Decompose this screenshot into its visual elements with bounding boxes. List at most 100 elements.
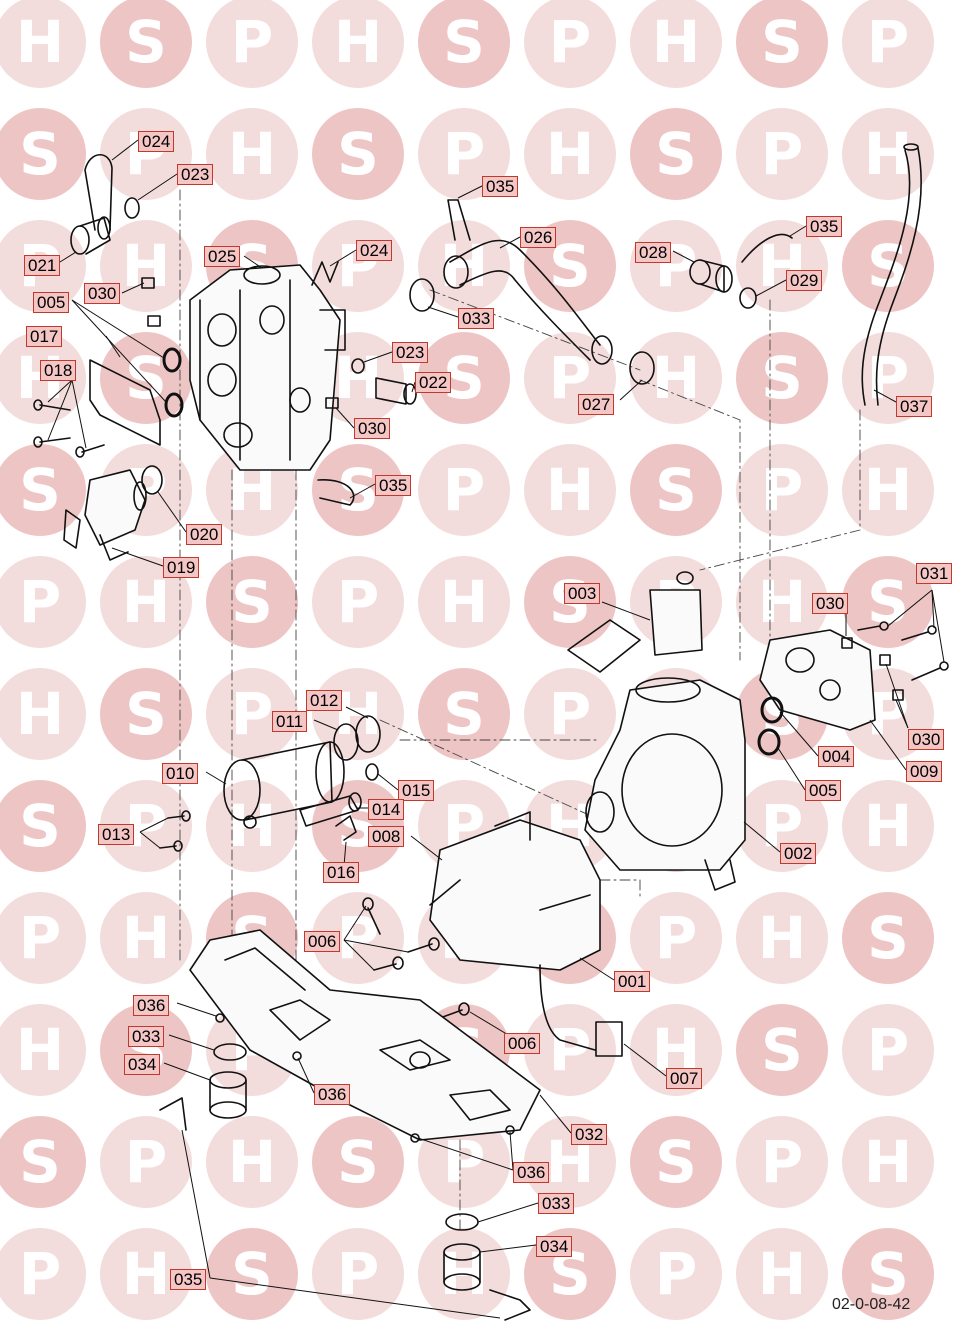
o-ring-033-left — [213, 1043, 247, 1061]
watermark-circle — [630, 444, 722, 536]
part-label-034: 034 — [536, 1236, 573, 1257]
watermark-letter: P — [867, 1016, 910, 1084]
part-label-030: 030 — [84, 283, 121, 304]
watermark-letter: S — [19, 120, 61, 188]
part-label-024: 024 — [356, 240, 393, 261]
watermark-letter: H — [864, 792, 913, 860]
watermark-letter: P — [761, 1128, 804, 1196]
part-label-009: 009 — [906, 761, 943, 782]
watermark-letter: H — [334, 8, 383, 76]
watermark-circle — [630, 0, 722, 88]
watermark-circle — [418, 1116, 510, 1208]
watermark-letter: S — [867, 232, 909, 300]
watermark-letter: S — [867, 904, 909, 972]
watermark-circle — [630, 1116, 722, 1208]
watermark-letter: H — [16, 1016, 65, 1084]
watermark-circle — [0, 668, 86, 760]
watermark-circle — [312, 1116, 404, 1208]
part-label-003: 003 — [564, 583, 601, 604]
part-label-030: 030 — [354, 418, 391, 439]
watermark-circle — [100, 0, 192, 88]
part-label-016: 016 — [323, 862, 360, 883]
o-ring-023-mid — [351, 358, 365, 374]
o-ring-015 — [365, 763, 379, 781]
valve-insert-022 — [375, 377, 417, 405]
part-label-004: 004 — [818, 746, 855, 767]
watermark-circle — [100, 1228, 192, 1320]
watermark-circle — [206, 1228, 298, 1320]
watermark-letter: H — [122, 568, 171, 636]
watermark-circle — [312, 1228, 404, 1320]
watermark-circle — [630, 108, 722, 200]
watermark-circle — [842, 556, 934, 648]
watermark-letter: P — [19, 904, 62, 972]
watermark-circle — [418, 556, 510, 648]
part-label-030: 030 — [812, 593, 849, 614]
watermark-letter: H — [440, 232, 489, 300]
valve-014 — [299, 792, 362, 827]
watermark-letter: P — [19, 568, 62, 636]
part-label-031: 031 — [916, 563, 953, 584]
clip-035-mid — [317, 479, 355, 506]
clip-035-lower-left — [159, 1097, 187, 1131]
watermark-letter: P — [761, 120, 804, 188]
part-label-011: 011 — [272, 711, 308, 732]
watermark-letter: S — [655, 1128, 697, 1196]
part-label-029: 029 — [786, 270, 823, 291]
nut-030-d — [841, 637, 853, 649]
part-label-030: 030 — [908, 729, 945, 750]
part-label-036: 036 — [314, 1084, 351, 1105]
watermark-circle — [736, 1116, 828, 1208]
watermark-letter: S — [761, 344, 803, 412]
watermark-letter: P — [443, 1128, 486, 1196]
gasket-033-top — [409, 278, 435, 312]
watermark-letter: S — [125, 8, 167, 76]
watermark-circle — [418, 668, 510, 760]
watermark-letter: S — [125, 680, 167, 748]
watermark-letter: S — [337, 1128, 379, 1196]
screws-013 — [159, 810, 191, 852]
watermark-circle — [842, 444, 934, 536]
hydraulic-block-025 — [189, 264, 346, 471]
part-label-022: 022 — [415, 372, 452, 393]
watermark-letter: S — [761, 1016, 803, 1084]
drain-valve-019 — [63, 469, 147, 561]
part-label-023: 023 — [392, 342, 429, 363]
watermark-circle — [524, 668, 616, 760]
seal-005-a — [162, 347, 182, 373]
watermark-circle — [0, 1228, 86, 1320]
watermark-letter: H — [546, 456, 595, 524]
part-label-006: 006 — [304, 931, 341, 952]
watermark-circle — [736, 332, 828, 424]
part-label-035: 035 — [482, 176, 519, 197]
watermark-circle — [100, 1004, 192, 1096]
watermark-letter: P — [337, 568, 380, 636]
part-label-027: 027 — [578, 394, 615, 415]
washer-020 — [141, 465, 163, 495]
pump-motor-008 — [429, 811, 601, 971]
o-ring-023-top — [124, 197, 140, 219]
watermark-letter: H — [228, 120, 277, 188]
part-label-033: 033 — [128, 1026, 165, 1047]
nut-030-b — [147, 315, 161, 327]
watermark-letter: P — [231, 8, 274, 76]
watermark-letter: P — [655, 1240, 698, 1308]
watermark-circle — [842, 220, 934, 312]
watermark-letter: H — [864, 1128, 913, 1196]
nut-030-a — [141, 277, 155, 289]
part-label-023: 023 — [177, 164, 214, 185]
watermark-circle — [842, 1116, 934, 1208]
watermark-letter: H — [758, 568, 807, 636]
fitting-034-right — [443, 1243, 481, 1291]
watermark-letter: H — [546, 120, 595, 188]
part-label-007: 007 — [666, 1068, 703, 1089]
watermark-circle — [100, 1116, 192, 1208]
watermark-circle — [736, 108, 828, 200]
watermark-letter: H — [652, 8, 701, 76]
clip-024-top — [84, 153, 113, 231]
part-label-008: 008 — [368, 826, 405, 847]
watermark-circle — [0, 780, 86, 872]
watermark-circle — [0, 892, 86, 984]
watermark-circle — [524, 0, 616, 88]
